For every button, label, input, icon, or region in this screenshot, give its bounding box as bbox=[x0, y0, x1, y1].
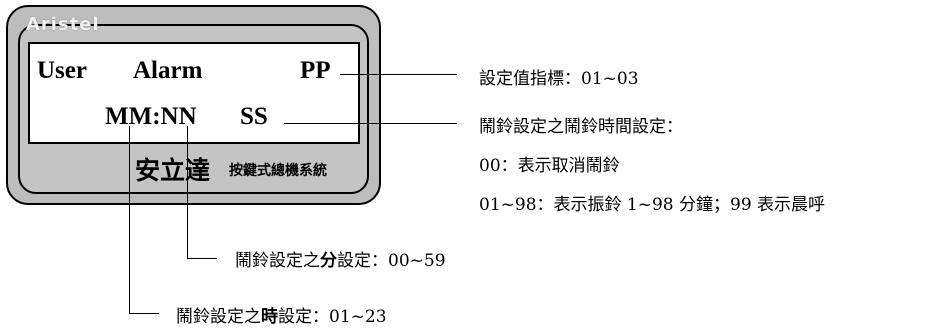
ss-annotation-title: 鬧鈴設定之鬧鈴時間設定： bbox=[479, 117, 683, 137]
lcd-ss-value: SS bbox=[240, 103, 268, 130]
nn-leader-vertical bbox=[187, 126, 188, 259]
ss-leader-line bbox=[284, 123, 457, 124]
lcd-mmnn-value: MM:NN bbox=[105, 103, 197, 130]
nn-leader-horizontal bbox=[187, 258, 217, 259]
mm-leader-horizontal bbox=[129, 313, 159, 314]
company-name: 安立達 bbox=[135, 156, 211, 185]
lcd-user-label: User bbox=[37, 57, 87, 84]
lcd-pp-value: PP bbox=[300, 57, 331, 84]
lcd-screen bbox=[28, 42, 360, 144]
product-name: 按鍵式總機系統 bbox=[229, 163, 327, 179]
mm-annotation: 鬧鈴設定之時設定：01~23 bbox=[176, 307, 387, 327]
nn-annotation: 鬧鈴設定之分設定：00~59 bbox=[235, 251, 446, 271]
pp-annotation: 設定值指標：01~03 bbox=[479, 69, 639, 89]
lcd-alarm-label: Alarm bbox=[133, 57, 203, 84]
ss-annotation-option-ring: 01~98：表示振鈴 1~98 分鐘；99 表示晨呼 bbox=[479, 195, 826, 215]
mm-leader-vertical bbox=[129, 126, 130, 314]
brand-logo: Aristel bbox=[26, 14, 100, 35]
pp-leader-line bbox=[340, 74, 457, 75]
ss-annotation-option-cancel: 00：表示取消鬧鈴 bbox=[479, 156, 620, 176]
